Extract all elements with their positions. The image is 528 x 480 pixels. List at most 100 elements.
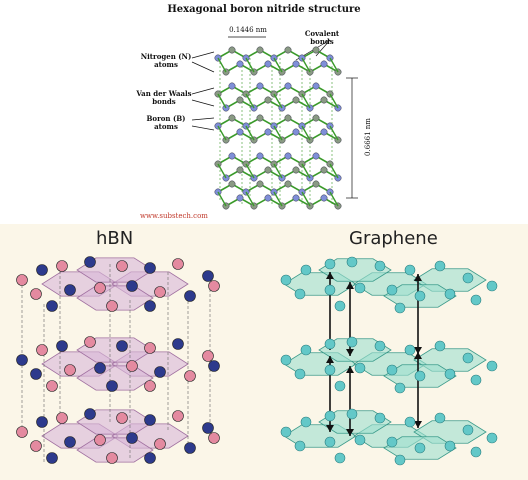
hbn-nitrogen-atom bbox=[46, 300, 58, 312]
hbn-nitrogen-atom bbox=[184, 442, 196, 454]
covalent-bond bbox=[245, 191, 255, 207]
boron-atom bbox=[312, 46, 320, 54]
nitrogen-atom bbox=[312, 82, 320, 90]
hbn-structure-diagram bbox=[191, 36, 358, 210]
boron-atom bbox=[284, 114, 292, 122]
graphene-carbon-atom bbox=[324, 364, 336, 376]
arrow-head bbox=[346, 429, 354, 436]
boron-atom bbox=[236, 96, 244, 104]
hbn-nitrogen-atom bbox=[144, 262, 156, 274]
graphene-carbon-atom bbox=[334, 300, 346, 312]
graphene-carbon-atom bbox=[294, 440, 306, 452]
nitrogen-atom bbox=[236, 60, 244, 68]
graphene-carbon-atom bbox=[346, 336, 358, 348]
graphene-carbon-atom bbox=[444, 440, 456, 452]
hbn-boron-atom bbox=[16, 426, 28, 438]
hbn-nitrogen-atom bbox=[126, 280, 138, 292]
hbn-boron-atom bbox=[202, 350, 214, 362]
graphene-carbon-atom bbox=[462, 424, 474, 436]
hbn-nitrogen-atom bbox=[172, 338, 184, 350]
hbn-boron-atom bbox=[106, 300, 118, 312]
covalent-bond bbox=[329, 57, 339, 73]
covalent-bond bbox=[245, 57, 255, 73]
hbn-nitrogen-atom bbox=[208, 360, 220, 372]
graphene-carbon-atom bbox=[324, 436, 336, 448]
arrow-head bbox=[326, 272, 334, 279]
nitrogen-atom bbox=[256, 82, 264, 90]
arrow-head bbox=[414, 274, 422, 281]
covalent-bond bbox=[245, 163, 255, 179]
label-layer-spacing: 0.6661 nm bbox=[364, 118, 372, 156]
graphene-carbon-atom bbox=[386, 436, 398, 448]
boron-atom bbox=[312, 180, 320, 188]
covalent-bond bbox=[217, 191, 227, 207]
graphene-carbon-atom bbox=[394, 454, 406, 466]
graphene-carbon-atom bbox=[294, 368, 306, 380]
covalent-bond bbox=[301, 191, 311, 207]
graphene-carbon-atom bbox=[404, 264, 416, 276]
graphene-layer-plane bbox=[318, 258, 392, 282]
nitrogen-atom bbox=[284, 152, 292, 160]
graphene-carbon-atom bbox=[346, 408, 358, 420]
hbn-boron-atom bbox=[208, 280, 220, 292]
label-bond-length: 0.1446 nm bbox=[229, 26, 267, 34]
layer-comparison-diagram bbox=[16, 256, 498, 466]
boron-atom bbox=[256, 46, 264, 54]
graphene-carbon-atom bbox=[470, 294, 482, 306]
boron-atom bbox=[292, 96, 300, 104]
nitrogen-atom bbox=[264, 60, 272, 68]
arrow-head bbox=[346, 349, 354, 356]
nitrogen-atom bbox=[236, 194, 244, 202]
boron-atom bbox=[256, 180, 264, 188]
covalent-bond bbox=[245, 125, 255, 141]
pointer-line bbox=[191, 99, 215, 107]
nitrogen-atom bbox=[264, 194, 272, 202]
boron-atom bbox=[320, 96, 328, 104]
covalent-bond bbox=[245, 93, 255, 109]
boron-atom bbox=[264, 96, 272, 104]
graphene-carbon-atom bbox=[462, 352, 474, 364]
boron-atom bbox=[312, 114, 320, 122]
boron-atom bbox=[228, 114, 236, 122]
nitrogen-atom bbox=[236, 128, 244, 136]
nitrogen-atom bbox=[256, 152, 264, 160]
covalent-bond bbox=[217, 163, 227, 179]
covalent-bond bbox=[301, 57, 311, 73]
nitrogen-atom bbox=[292, 60, 300, 68]
graphene-carbon-atom bbox=[300, 416, 312, 428]
graphene-carbon-atom bbox=[434, 412, 446, 424]
source-url: www.substech.com bbox=[140, 212, 208, 220]
graphene-carbon-atom bbox=[414, 290, 426, 302]
covalent-bond bbox=[301, 93, 311, 109]
arrow-head bbox=[414, 352, 422, 359]
hbn-nitrogen-atom bbox=[16, 354, 28, 366]
graphene-carbon-atom bbox=[334, 452, 346, 464]
graphene-carbon-atom bbox=[334, 380, 346, 392]
nitrogen-atom bbox=[292, 128, 300, 136]
covalent-bond bbox=[329, 191, 339, 207]
nitrogen-atom bbox=[320, 194, 328, 202]
graphene-carbon-atom bbox=[300, 344, 312, 356]
graphene-carbon-atom bbox=[386, 284, 398, 296]
graphene-carbon-atom bbox=[434, 260, 446, 272]
boron-atom bbox=[228, 46, 236, 54]
graphene-carbon-atom bbox=[486, 360, 498, 372]
hbn-boron-atom bbox=[94, 434, 106, 446]
graphene-carbon-atom bbox=[394, 302, 406, 314]
hbn-nitrogen-atom bbox=[154, 366, 166, 378]
hbn-boron-atom bbox=[84, 336, 96, 348]
covalent-bond bbox=[301, 163, 311, 179]
pointer-line bbox=[191, 125, 215, 131]
graphene-carbon-atom bbox=[404, 344, 416, 356]
covalent-bond bbox=[329, 163, 339, 179]
hbn-boron-atom bbox=[144, 380, 156, 392]
graphene-carbon-atom bbox=[414, 370, 426, 382]
hbn-nitrogen-atom bbox=[64, 284, 76, 296]
boron-atom bbox=[264, 166, 272, 174]
covalent-bond bbox=[273, 57, 283, 73]
arrow-head bbox=[326, 425, 334, 432]
hbn-boron-atom bbox=[126, 360, 138, 372]
hbn-boron-atom bbox=[56, 412, 68, 424]
nitrogen-atom bbox=[228, 152, 236, 160]
graphene-carbon-atom bbox=[386, 364, 398, 376]
